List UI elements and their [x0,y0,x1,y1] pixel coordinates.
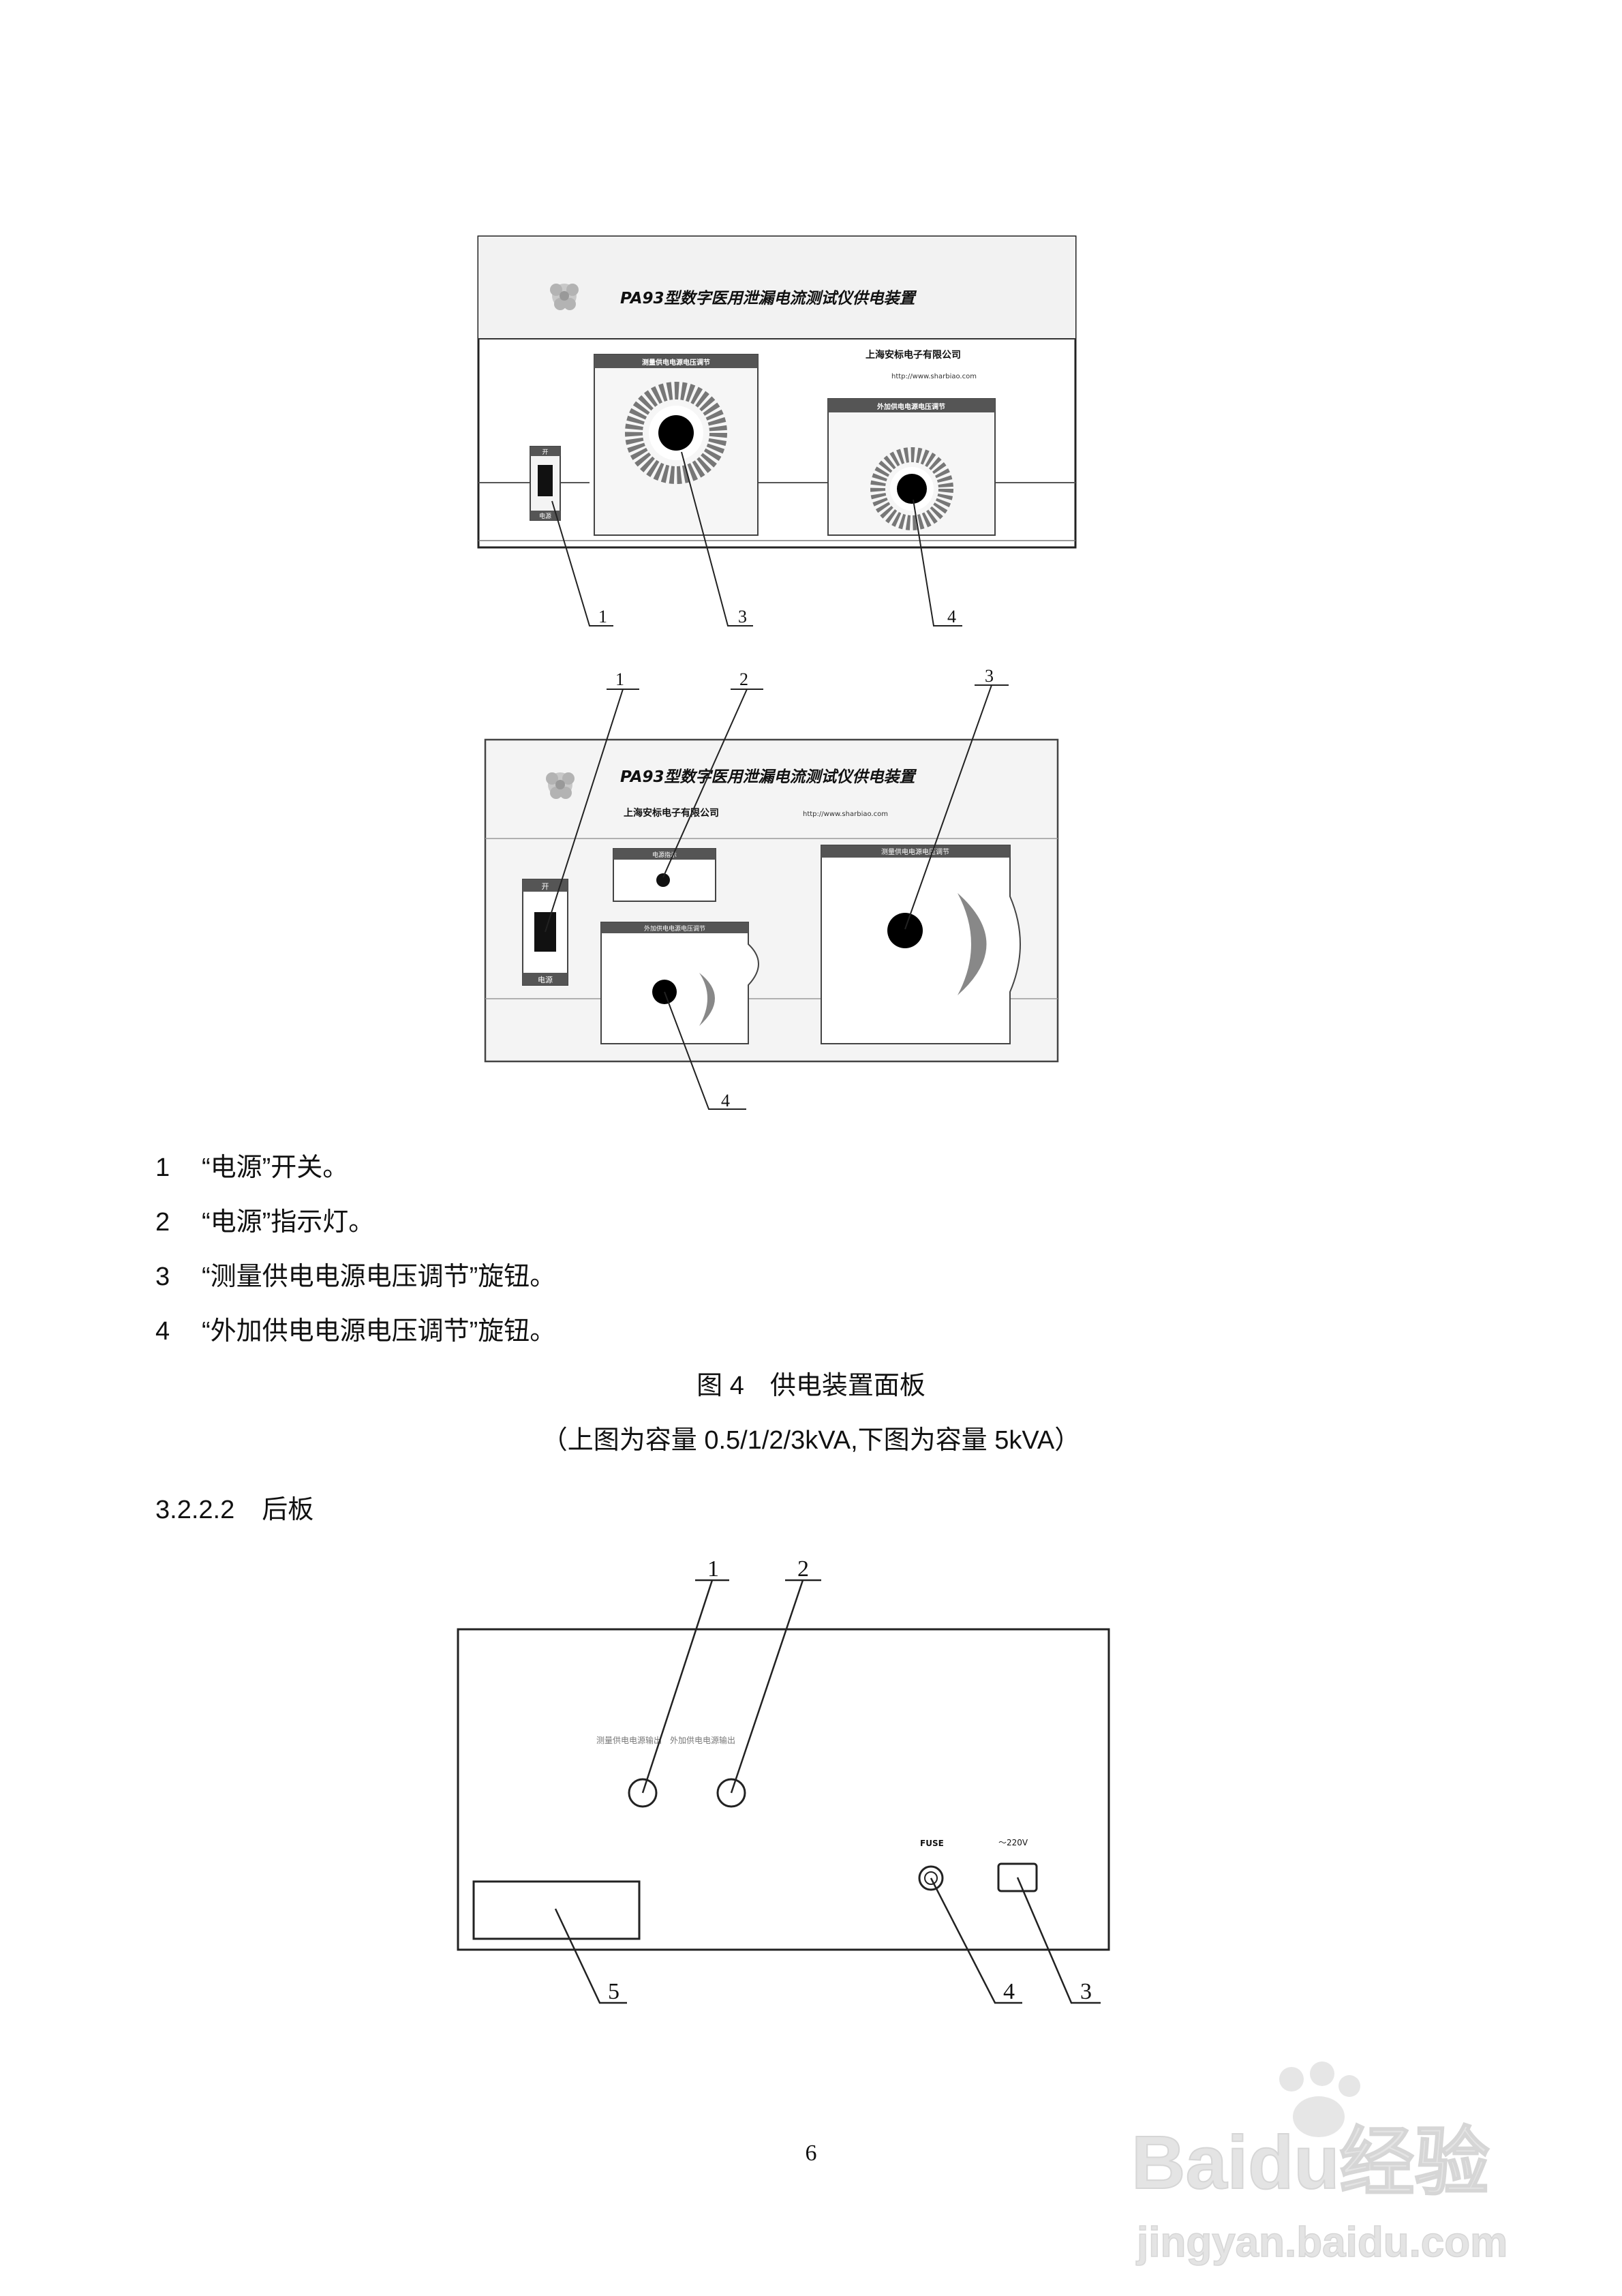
baidu-jingyan-watermark: Baidu经验 jingyan.baidu.com [1131,2061,1508,2267]
company-url: http://www.sharbiao.com [891,373,977,380]
legend-text: “外加供电电源电压调节”旋钮。 [202,1317,556,1346]
device-title: PA93型数字医用泄漏电流测试仪供电装置 [620,768,917,786]
figure-caption-title: 图 4 供电装置面板 [697,1372,925,1400]
measure-voltage-knob-panel [821,845,1021,1044]
company-name: 上海安标电子有限公司 [624,807,719,819]
ac-input-label: ～220V [998,1838,1028,1847]
callout-4: 4 [721,1091,730,1111]
legend-text: “测量供电电源电压调节”旋钮。 [202,1263,556,1291]
company-name: 上海安标电子有限公司 [866,349,961,361]
legend-item-2: 2 “电源”指示灯。 [155,1207,374,1238]
external-voltage-knob-label: 外加供电电源电压调节 [876,402,945,411]
legend-text: “电源”指示灯。 [202,1208,375,1237]
measure-voltage-knob-label: 测量供电电源电压调节 [642,358,710,367]
callout-leader-2 [730,1580,804,1794]
callout-leader-1 [545,689,624,933]
switch-power-label: 电源 [538,975,553,984]
callout-4: 4 [947,607,956,626]
callout-leader-4 [913,499,962,626]
page-number: 6 [805,2141,817,2166]
watermark-brand: Baidu经验 [1131,2121,1490,2205]
measure-voltage-knob[interactable] [625,382,727,484]
legend-item-4: 4 “外加供电电源电压调节”旋钮。 [155,1316,555,1347]
power-indicator-lamp [656,873,670,887]
legend-item-1: 1 “电源”开关。 [155,1152,348,1183]
front-panel-figure-bottom: 1 2 3 PA93型数字医用泄漏电流测试仪供电装置 上海安标电子有限公司 ht… [484,666,1059,1111]
legend-number: 3 [155,1263,170,1291]
callout-leader-3 [904,684,992,930]
power-switch[interactable] [530,446,561,521]
switch-power-label: 电源 [539,512,551,520]
legend-number: 4 [155,1317,170,1346]
watermark-url: jingyan.baidu.com [1136,2219,1508,2266]
paw-icon [1279,2061,1360,2137]
callout-leader-2 [662,689,748,878]
callout-leader-4 [664,991,746,1110]
power-indicator-label: 电源指示 [652,851,677,859]
section-title: 后板 [262,1496,314,1524]
callout-2: 2 [739,669,748,689]
callout-3: 3 [985,666,994,686]
callout-1: 1 [598,607,607,626]
callout-leader-5 [554,1908,627,2004]
callout-leader-3 [1016,1877,1101,2004]
measure-voltage-knob-label: 测量供电电源电压调节 [881,847,949,856]
callout-3: 3 [1080,1979,1092,2004]
section-heading: 3.2.2.2 后板 [155,1494,313,1526]
callout-leader-3 [681,451,753,626]
figure-caption-subtitle: （上图为容量 0.5/1/2/3kVA,下图为容量 5kVA） [541,1426,1081,1455]
company-url: http://www.sharbiao.com [803,811,888,818]
callout-4: 4 [1003,1979,1015,2004]
callout-2: 2 [797,1556,809,1582]
callout-leader-1 [641,1580,714,1794]
external-voltage-knob-panel [827,398,996,536]
switch-on-label: 开 [542,882,549,891]
legend-item-3: 3 “测量供电电源电压调节”旋钮。 [155,1261,555,1293]
company-logo-icon [546,772,575,799]
callout-1: 1 [615,669,624,689]
callout-leader-1 [551,500,613,626]
rear-panel-figure: 1 2 测量供电电源输出 外加供电电源输出 FUSE ～220V 4 3 5 [457,1556,1110,2004]
fuse-label: FUSE [920,1839,944,1848]
output-terminals-label: 测量供电电源输出 外加供电电源输出 [596,1735,735,1745]
external-voltage-knob[interactable] [870,447,953,530]
callout-5: 5 [608,1979,619,2004]
company-logo-icon [550,284,579,310]
legend-number: 2 [155,1208,170,1237]
callout-3: 3 [738,607,747,626]
external-voltage-knob-panel [600,922,759,1044]
legend-number: 1 [155,1153,170,1182]
switch-on-label: 开 [542,449,548,456]
measure-voltage-knob[interactable] [887,893,987,995]
power-switch[interactable] [522,879,568,986]
callout-1: 1 [707,1556,719,1582]
callout-leader-4 [930,1877,1022,2004]
front-panel-figure-top: PA93型数字医用泄漏电流测试仪供电装置 开 电源 测量供电电源电压调节 上海安… [477,235,1077,626]
section-number: 3.2.2.2 [155,1496,235,1524]
device-title: PA93型数字医用泄漏电流测试仪供电装置 [620,290,917,307]
legend-text: “电源”开关。 [202,1153,349,1182]
external-voltage-knob-label: 外加供电电源电压调节 [644,924,705,933]
